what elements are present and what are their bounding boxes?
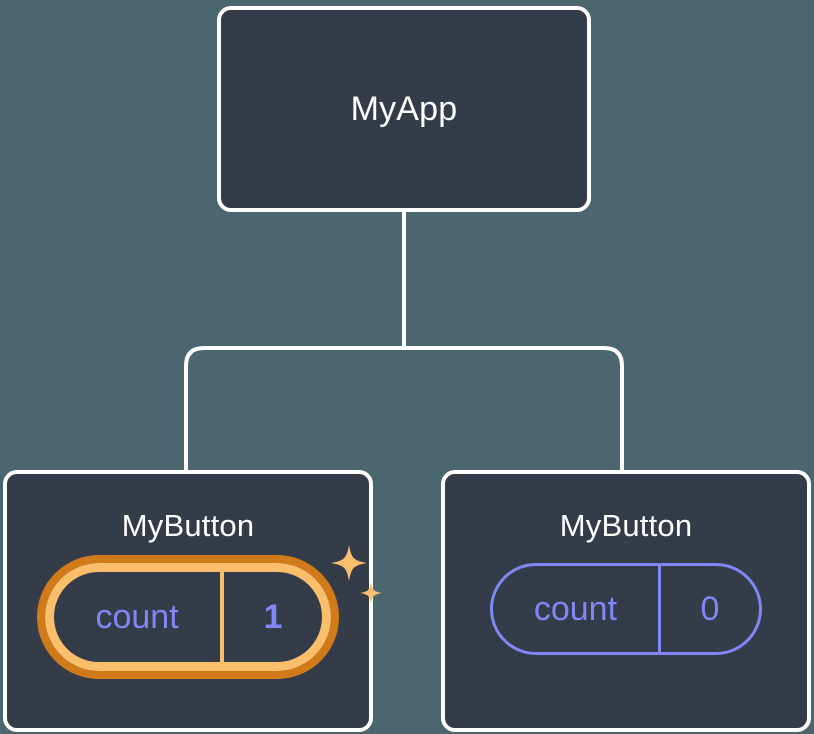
state-badge-right-key-cell: count (493, 566, 658, 652)
sparkle-icon (331, 545, 382, 604)
node-myapp-label: MyApp (350, 90, 458, 128)
state-badge-right-key: count (533, 590, 618, 628)
state-badge-left[interactable]: count 1 (37, 555, 339, 679)
sparkle-large (331, 545, 367, 581)
node-mybutton-right-label: MyButton (559, 508, 693, 543)
sparkle-small (360, 582, 382, 604)
state-badge-right[interactable]: count 0 (490, 563, 762, 655)
state-badge-left-key: count (95, 598, 179, 636)
node-myapp[interactable]: MyApp (217, 6, 591, 212)
state-badge-left-wrap: count 1 (37, 545, 382, 679)
edge-bracket (184, 346, 624, 470)
state-badge-left-value: 1 (263, 598, 283, 636)
node-mybutton-left-label: MyButton (121, 508, 255, 543)
state-badge-right-value: 0 (700, 590, 720, 628)
node-mybutton-left[interactable]: MyButton count 1 (3, 470, 382, 732)
state-badge-left-key-cell: count (54, 572, 220, 662)
state-badge-right-wrap: count 0 (490, 563, 762, 655)
state-badge-right-value-cell: 0 (657, 566, 759, 652)
node-mybutton-right[interactable]: MyButton count 0 (441, 470, 811, 732)
state-badge-left-value-cell: 1 (220, 572, 322, 662)
